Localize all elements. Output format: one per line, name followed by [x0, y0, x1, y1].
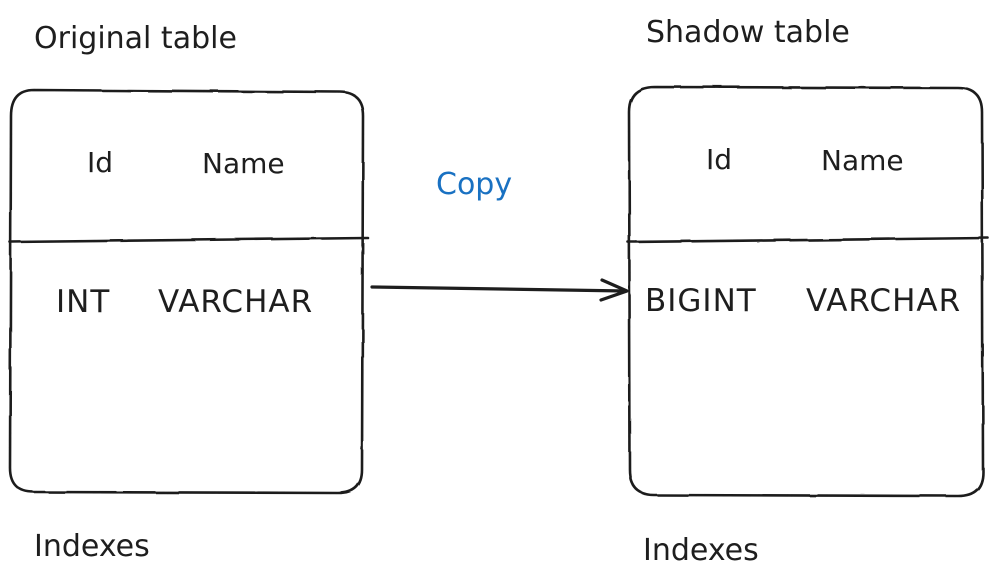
copy-label: Copy [436, 167, 512, 202]
shadow-indexes-label: Indexes [643, 533, 759, 568]
shadow-table-divider [626, 236, 990, 244]
shadow-table-box [627, 85, 985, 498]
original-col-id: Id [87, 146, 113, 179]
shadow-type-id: BIGINT [645, 283, 757, 319]
shadow-col-id: Id [706, 143, 732, 176]
copy-arrow-line [370, 285, 628, 293]
shadow-table [626, 85, 990, 498]
original-table [8, 88, 370, 495]
original-table-box [8, 88, 365, 495]
shadow-col-name: Name [821, 144, 904, 177]
original-table-title: Original table [34, 21, 237, 56]
copy-arrow-head [599, 278, 629, 302]
original-col-name: Name [202, 147, 285, 180]
original-type-name: VARCHAR [158, 284, 313, 320]
original-indexes-label: Indexes [34, 529, 150, 564]
copy-arrow [370, 278, 629, 302]
original-table-divider [8, 236, 370, 244]
original-type-id: INT [56, 284, 110, 320]
shadow-table-title: Shadow table [646, 15, 850, 50]
shadow-type-name: VARCHAR [806, 283, 961, 319]
